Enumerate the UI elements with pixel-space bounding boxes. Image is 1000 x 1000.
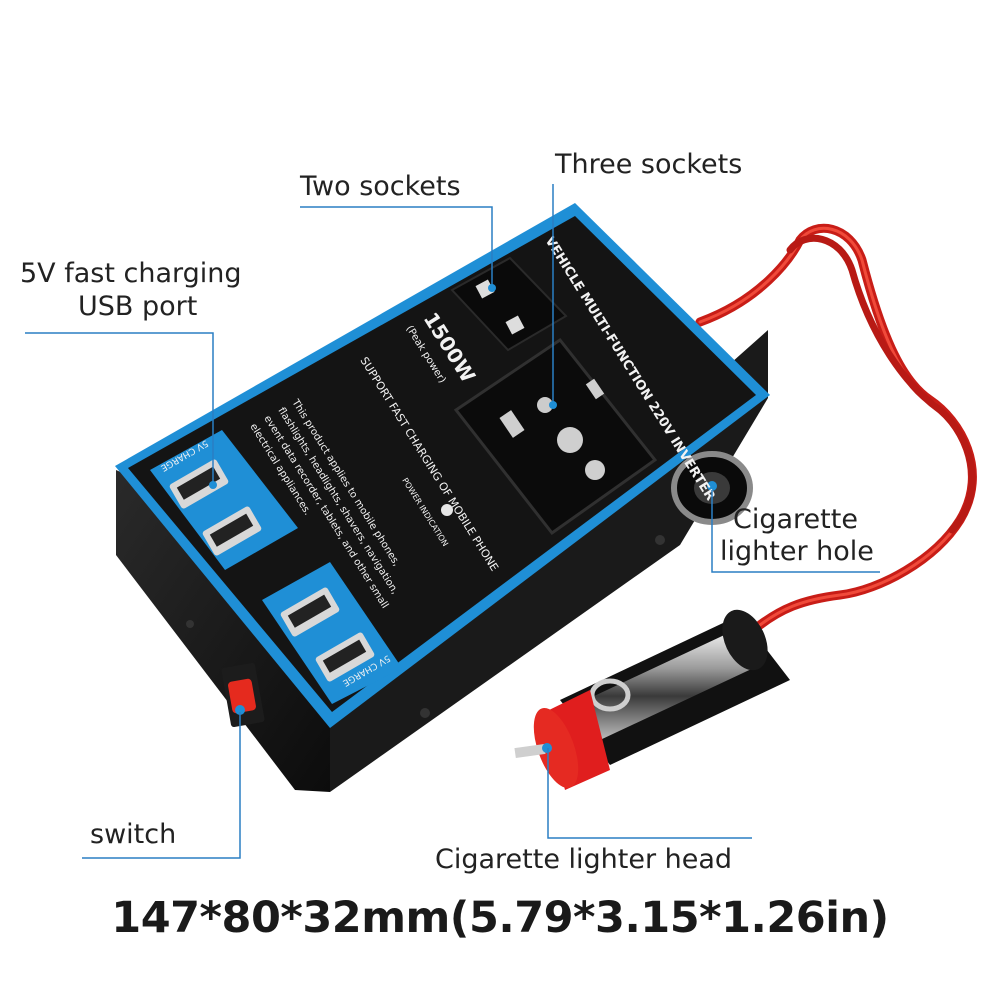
usb-panel-bottom <box>262 562 402 704</box>
power-switch <box>221 662 265 728</box>
label-two-sockets: Two sockets <box>300 171 461 202</box>
red-cable <box>695 223 977 630</box>
usb-panel-top <box>150 430 298 570</box>
two-pin-socket <box>450 256 568 352</box>
callout-leader-lines <box>25 184 880 859</box>
label-switch: switch <box>90 819 177 850</box>
power-indicator-led <box>441 504 453 516</box>
label-cigarette-lighter-hole-line-1: Cigarette <box>733 504 858 535</box>
label-usb-port-line-2: USB port <box>78 291 198 322</box>
universal-socket <box>453 337 658 536</box>
label-three-sockets: Three sockets <box>555 149 743 180</box>
label-cigarette-lighter-hole-line-2: lighter hole <box>720 536 874 567</box>
cigarette-lighter-hole <box>671 451 753 525</box>
product-dimensions: 147*80*32mm(5.79*3.15*1.26in) <box>111 893 889 943</box>
cigarette-lighter-plug <box>514 609 790 790</box>
label-usb-port-line-1: 5V fast charging <box>20 258 242 289</box>
label-cigarette-lighter-head: Cigarette lighter head <box>435 844 733 875</box>
